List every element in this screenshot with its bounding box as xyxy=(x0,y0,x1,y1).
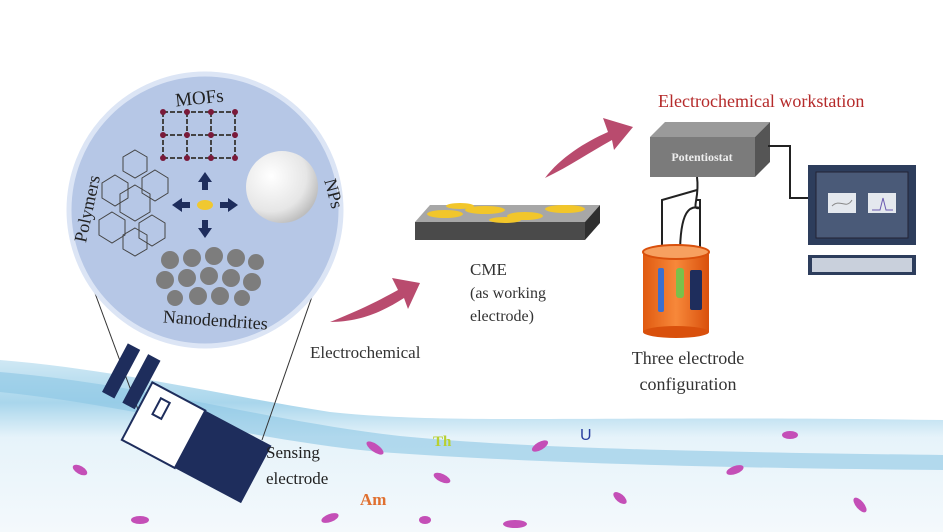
potentiostat-label: Potentiostat xyxy=(671,150,732,164)
sensing-electrode-icon xyxy=(102,343,272,504)
molecules xyxy=(72,431,867,528)
cme-sub-label-2: electrode) xyxy=(470,308,534,325)
computer-monitor-icon xyxy=(808,165,916,245)
electrochemical-label: Electrochemical xyxy=(310,343,421,362)
element-am: Am xyxy=(360,490,386,509)
workstation-title: Electrochemical workstation xyxy=(658,91,864,111)
counter-electrode-icon xyxy=(676,268,684,298)
materials-circle: MOFs Polymers NPs Nanodendrites xyxy=(66,71,347,349)
mofs-label: MOFs xyxy=(174,86,225,112)
three-electrode-label-1: Three electrode xyxy=(632,348,744,368)
cme-label: CME xyxy=(470,260,507,279)
nanoparticle-core-icon xyxy=(197,200,213,210)
beaker-icon xyxy=(642,244,710,338)
element-th: Th xyxy=(433,434,452,450)
nanodendrites-icon xyxy=(156,247,264,306)
working-electrode-icon xyxy=(690,270,702,310)
potentiostat-device: Potentiostat xyxy=(650,122,770,177)
reference-electrode-icon xyxy=(658,268,664,312)
cme-electrode-icon xyxy=(415,203,600,240)
curved-arrow-to-cme xyxy=(330,278,420,322)
keyboard-icon xyxy=(808,255,916,275)
nanoparticle-sphere-icon xyxy=(246,151,318,223)
sensing-electrode-label-2: electrode xyxy=(266,469,328,488)
polymer-structure-icon xyxy=(98,149,169,257)
direction-arrows-icon xyxy=(172,172,238,238)
element-u: U xyxy=(580,427,592,444)
sensing-electrode-label-1: Sensing xyxy=(266,443,320,462)
curved-arrow-to-workstation xyxy=(545,118,633,178)
cme-sub-label-1: (as working xyxy=(470,285,546,302)
three-electrode-label-2: configuration xyxy=(640,374,737,394)
